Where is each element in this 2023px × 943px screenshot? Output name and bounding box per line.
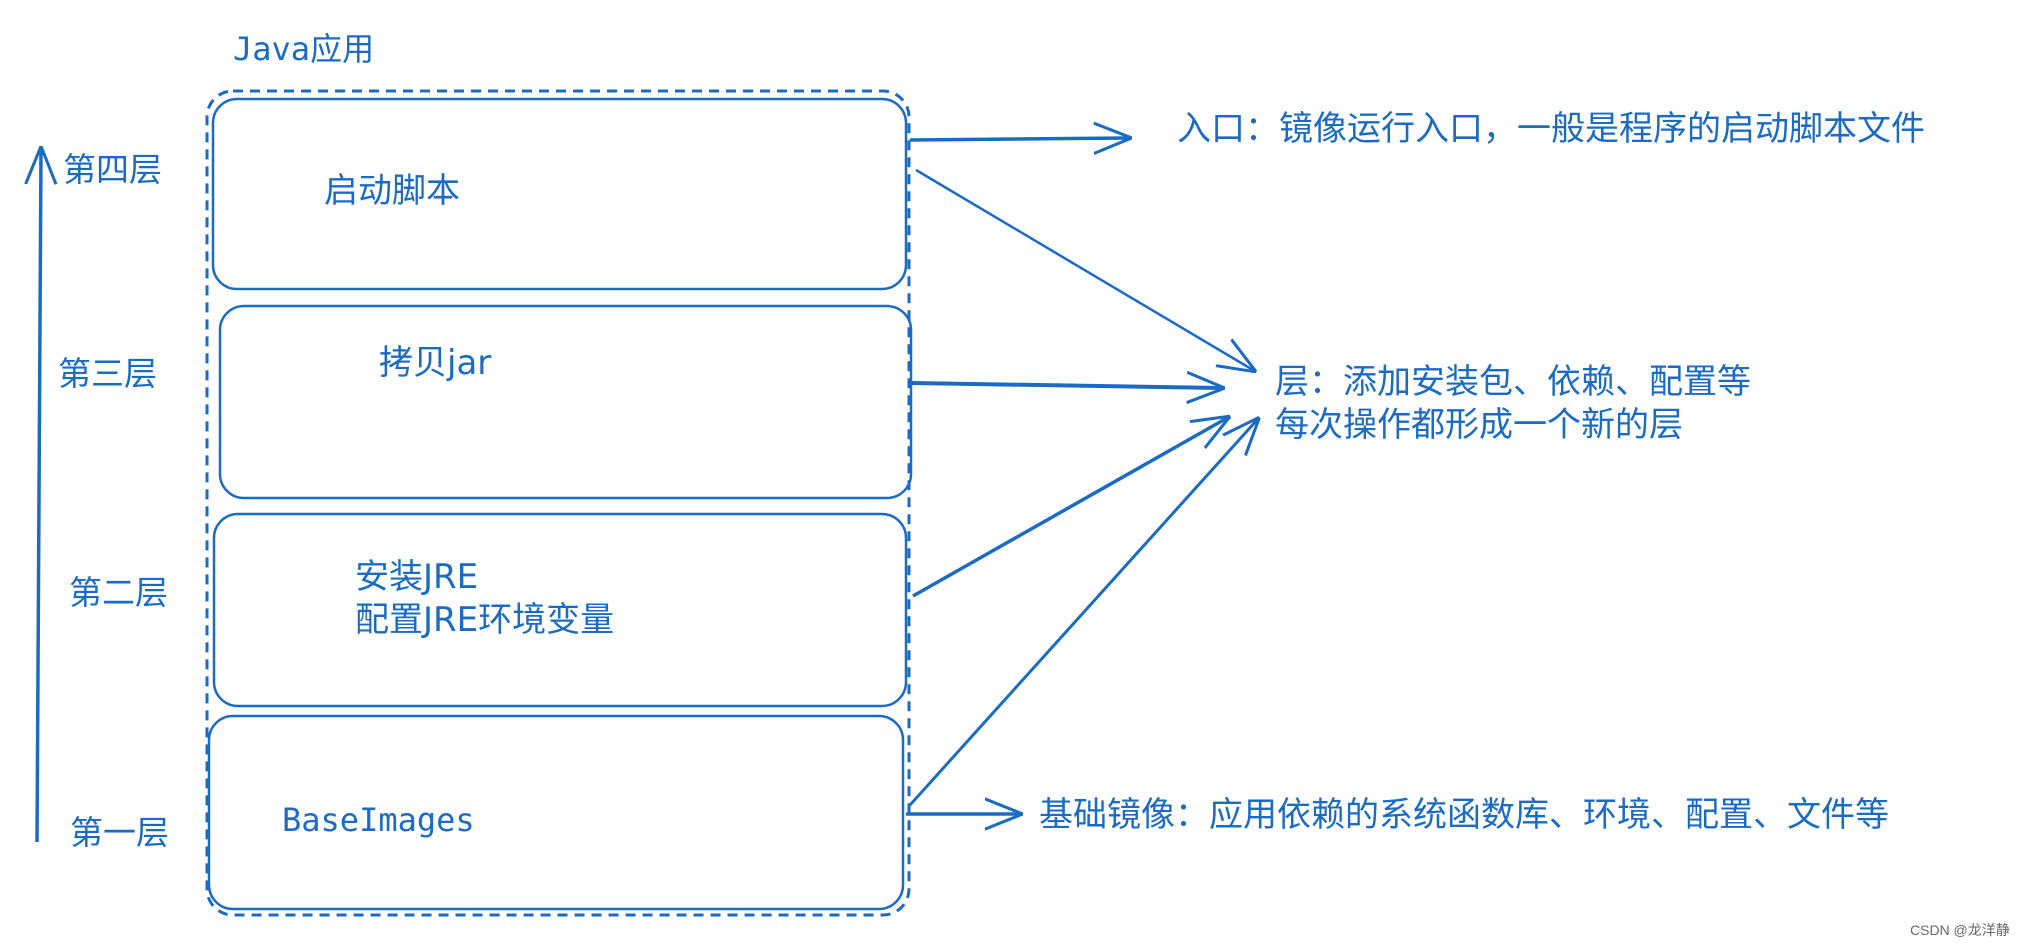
entry-arrow	[909, 138, 1128, 140]
layer-box-2	[212, 512, 908, 708]
entry-annotation: 入口：镜像运行入口，一般是程序的启动脚本文件	[1177, 109, 1925, 149]
layer-label-3: 第三层	[58, 354, 157, 393]
layer-arrow-3	[911, 383, 1221, 388]
layer-arrow-2	[912, 418, 1227, 598]
container-title: Java应用	[233, 30, 375, 68]
watermark: CSDN @龙洋静	[1910, 922, 2010, 938]
base-annotation: 基础镜像：应用依赖的系统函数库、环境、配置、文件等	[1039, 795, 1889, 835]
layer-3-content: 拷贝jar	[379, 343, 492, 383]
layer-label-1: 第一层	[70, 813, 169, 852]
layer-box-3	[218, 304, 913, 500]
layer-arrow-1	[908, 420, 1257, 807]
layer-annotation-line1: 层：添加安装包、依赖、配置等	[1275, 362, 1751, 402]
layer-2-content-line1: 安装JRE	[355, 557, 479, 597]
layer-2-content-line2: 配置JRE环境变量	[355, 600, 615, 640]
layer-label-2: 第二层	[69, 573, 168, 612]
layer-arrow-4	[915, 168, 1253, 370]
container-dashed-border	[205, 89, 911, 917]
layer-annotation-line2: 每次操作都形成一个新的层	[1275, 405, 1683, 445]
layer-1-content: BaseImages	[282, 801, 475, 839]
layer-label-4: 第四层	[63, 150, 162, 189]
layer-box-4	[211, 97, 908, 291]
layer-box-1	[207, 714, 905, 911]
layer-order-arrow	[37, 150, 41, 843]
layer-4-content: 启动脚本	[324, 171, 460, 211]
